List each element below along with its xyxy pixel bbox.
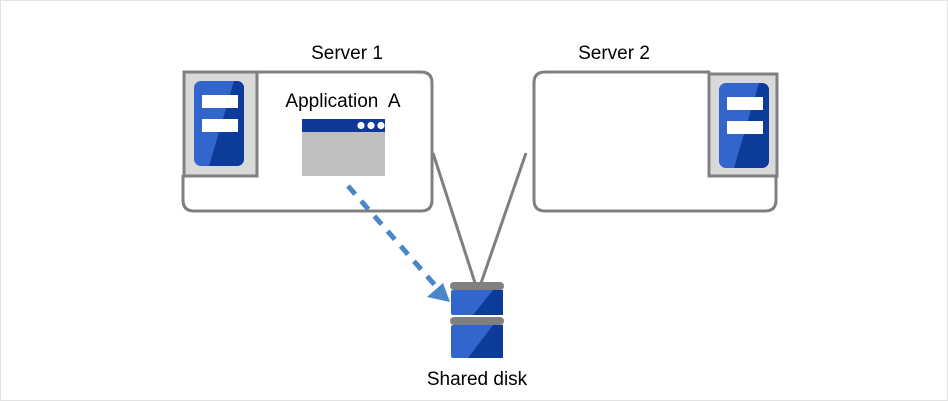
shared-disk-icon — [450, 282, 504, 358]
window-dot-3 — [377, 121, 385, 130]
application-to-disk-arrow — [346, 184, 450, 302]
server2-label: Server 2 — [578, 43, 650, 64]
connector-server2-to-disk — [477, 152, 528, 290]
disk-band-top — [450, 282, 504, 290]
disk-band-middle — [450, 317, 504, 325]
server1-icon — [182, 70, 259, 178]
server2-icon — [707, 72, 779, 178]
window-dot-2 — [367, 121, 375, 130]
window-dot-1 — [357, 121, 365, 130]
application-window-icon — [302, 119, 385, 176]
shared-disk-label: Shared disk — [426, 369, 528, 390]
connector-server1-to-disk — [431, 152, 479, 290]
server1-label: Server 1 — [311, 43, 383, 64]
application-label: Application A — [285, 91, 401, 112]
